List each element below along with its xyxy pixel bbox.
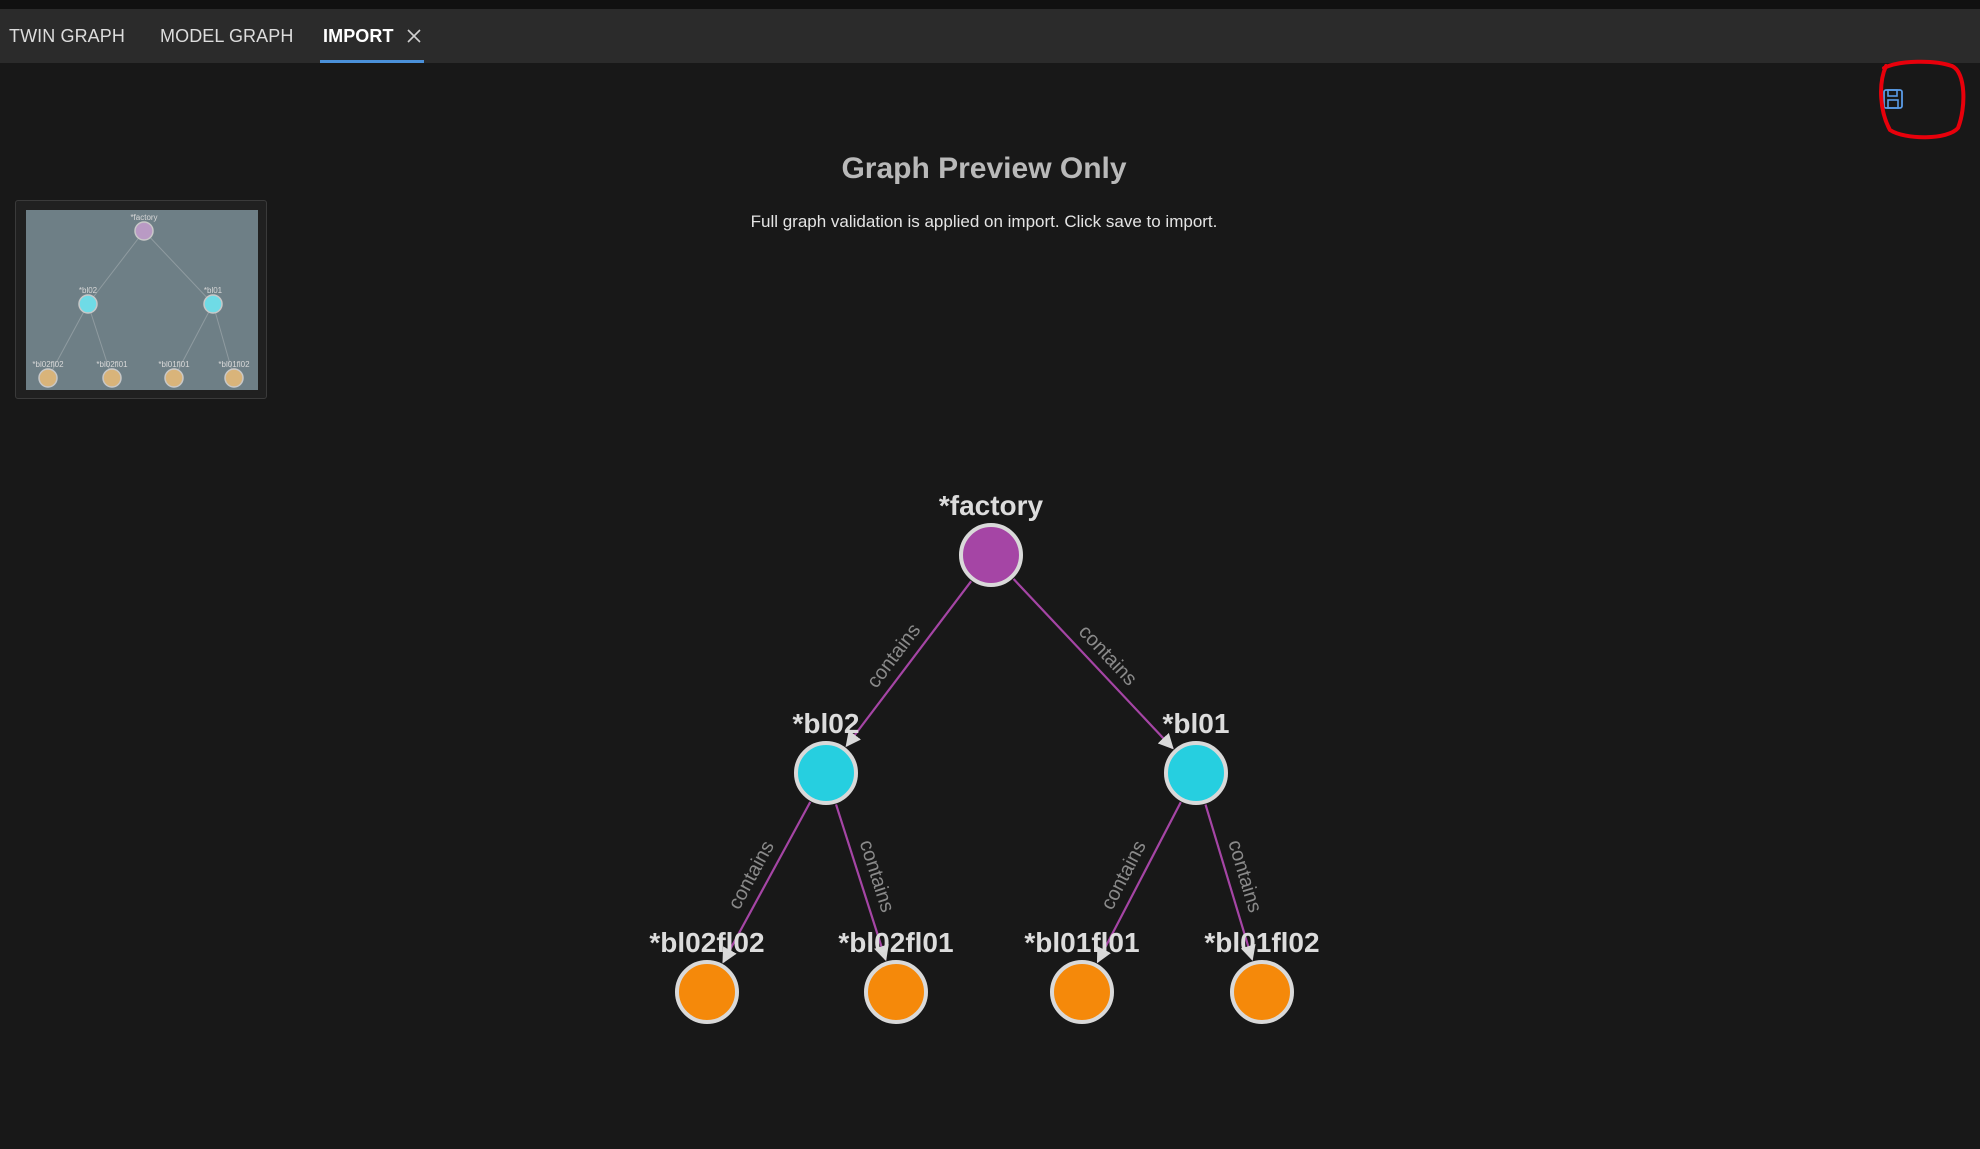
minimap-label: *factory (130, 213, 157, 222)
tab-model-graph[interactable]: MODEL GRAPH (160, 9, 320, 63)
page-title: Graph Preview Only (841, 152, 1127, 185)
window-top-strip (0, 0, 1980, 9)
node-label-bl01fl01: *bl01fl01 (1024, 927, 1139, 958)
edge-label: contains (855, 837, 899, 915)
tab-import[interactable]: IMPORT (320, 9, 424, 63)
minimap-edge (212, 303, 235, 379)
tab-label: IMPORT (323, 25, 394, 46)
graph-node-bl02fl01[interactable] (864, 960, 928, 1024)
minimap-viewport[interactable]: *factory *bl02 *bl01 *bl02fl02 *bl02fl01 *bl0… (26, 210, 258, 390)
graph-node-bl01[interactable] (1164, 741, 1228, 805)
minimap-node (102, 368, 122, 388)
minimap-label: *bl02 (79, 286, 98, 295)
minimap-edge (87, 230, 145, 305)
graph-node-bl01fl02[interactable] (1230, 960, 1294, 1024)
tab-label: MODEL GRAPH (160, 25, 294, 46)
minimap-node (203, 294, 223, 314)
minimap-node (164, 368, 184, 388)
graph-node-bl01fl01[interactable] (1050, 960, 1114, 1024)
graph-edge[interactable] (845, 580, 972, 748)
graph-edge[interactable] (834, 804, 889, 962)
node-label-bl02fl02: *bl02fl02 (649, 927, 764, 958)
graph-node-bl02fl02[interactable] (675, 960, 739, 1024)
minimap-label: *bl02fl02 (32, 360, 64, 369)
close-icon[interactable] (406, 28, 422, 44)
node-label-bl01fl02: *bl01fl02 (1204, 927, 1319, 958)
tab-twin-graph[interactable]: TWIN GRAPH (0, 9, 160, 63)
node-label-bl02: *bl02 (793, 708, 860, 739)
minimap-edge (87, 303, 113, 379)
node-label-bl02fl01: *bl02fl01 (838, 927, 953, 958)
graph-edge[interactable] (1204, 804, 1256, 961)
minimap-label: *bl02fl01 (96, 360, 128, 369)
minimap-node (224, 368, 244, 388)
node-label-factory: *factory (939, 490, 1044, 521)
minimap-node (78, 294, 98, 314)
tab-bar: TWIN GRAPH MODEL GRAPH IMPORT (0, 9, 1980, 63)
graph-node-factory[interactable] (959, 523, 1023, 587)
graph-edge[interactable] (722, 801, 812, 964)
minimap-graph: *factory *bl02 *bl01 *bl02fl02 *bl02fl01 *bl0… (32, 213, 250, 388)
minimap-edge (173, 303, 214, 379)
page-subtitle: Full graph validation is applied on impo… (750, 212, 1218, 231)
minimap-edge (47, 303, 89, 379)
node-label-bl01: *bl01 (1163, 708, 1230, 739)
minimap-label: *bl01 (204, 286, 223, 295)
minimap-node (134, 221, 154, 241)
graph-node-bl02[interactable] (794, 741, 858, 805)
minimap-node (38, 368, 58, 388)
graph-minimap[interactable]: *factory *bl02 *bl01 *bl02fl02 *bl02fl01 *bl0… (15, 200, 267, 399)
tab-label: TWIN GRAPH (9, 25, 125, 46)
edge-label: contains (1223, 837, 1266, 915)
graph-edge[interactable] (1012, 578, 1174, 750)
minimap-edge (143, 230, 214, 305)
graph-edge[interactable] (1096, 801, 1182, 964)
minimap-label: *bl01fl01 (158, 360, 190, 369)
minimap-label: *bl01fl02 (218, 360, 250, 369)
